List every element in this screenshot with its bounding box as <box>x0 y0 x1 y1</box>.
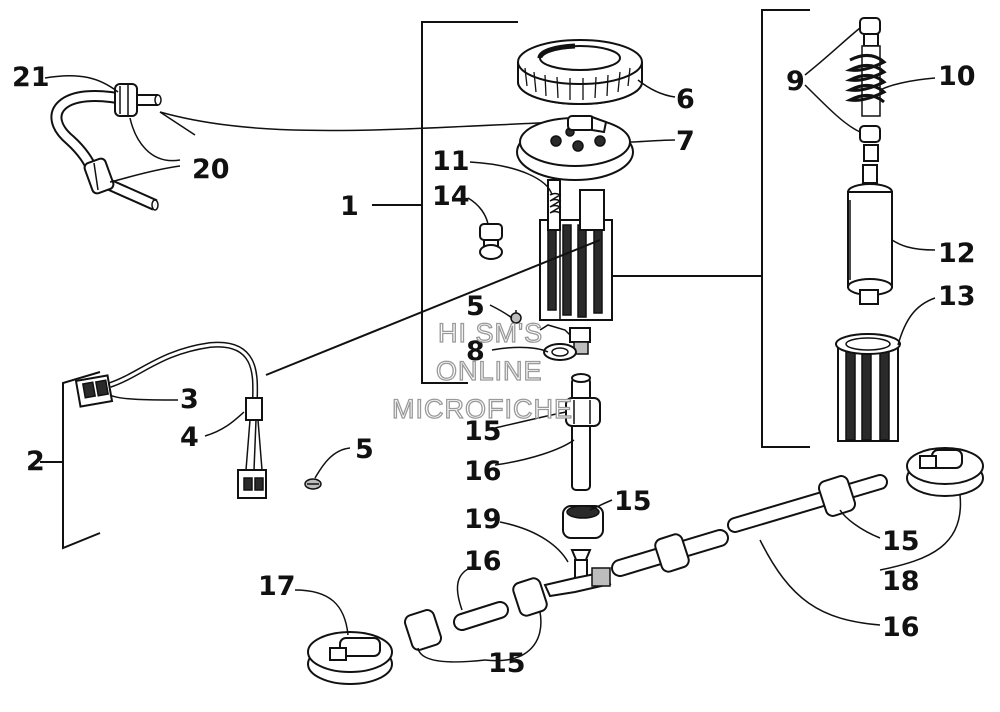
hose-nut-20-lower <box>83 157 115 195</box>
fuel-pump-flange-7 <box>516 115 634 355</box>
grommet-14 <box>479 223 503 260</box>
tube-16-vertical <box>565 373 601 491</box>
tee-fitting-19 <box>543 549 612 598</box>
callout-5-lower: 5 <box>355 434 374 465</box>
watermark-line-2: ONLINE <box>436 356 543 386</box>
callout-16-left: 16 <box>464 546 502 577</box>
vent-hose-21 <box>50 90 162 211</box>
callout-2: 2 <box>26 446 45 477</box>
assembly-1-bracket <box>372 21 518 384</box>
fuel-filter-13 <box>835 333 901 442</box>
callout-17: 17 <box>258 571 296 602</box>
fuel-pump-12 <box>847 164 893 305</box>
hose-nut-20-upper <box>114 83 138 117</box>
callout-18: 18 <box>882 566 920 597</box>
callout-6: 6 <box>676 84 695 115</box>
leader-lines <box>44 27 962 663</box>
hose-clamp-9-bottom <box>859 125 881 162</box>
callout-3: 3 <box>180 384 199 415</box>
callout-12: 12 <box>938 238 976 269</box>
watermark: HI SM'S ONLINE MICROFICHE <box>391 317 573 424</box>
callout-19: 19 <box>464 504 502 535</box>
callout-1: 1 <box>340 191 359 222</box>
callout-16-right: 16 <box>882 612 920 643</box>
hose-route-to-pump <box>159 111 561 132</box>
clip-8 <box>543 343 577 361</box>
hose-nut-15-middle <box>562 505 604 539</box>
pump-detail-bracket <box>612 9 810 448</box>
callout-15-right: 15 <box>882 526 920 557</box>
callout-labels: 21 20 1 6 7 11 14 5 8 9 10 12 13 3 4 2 5… <box>12 61 976 679</box>
watermark-line-1: HI SM'S <box>438 318 543 348</box>
hose-16-left <box>403 577 548 651</box>
callout-5-upper: 5 <box>466 291 485 322</box>
hose-route-line <box>159 111 196 136</box>
callout-8: 8 <box>466 336 485 367</box>
hose-clamp-9-top <box>859 17 881 47</box>
callout-15-middle: 15 <box>614 486 652 517</box>
callout-14: 14 <box>432 181 470 212</box>
callout-11: 11 <box>432 146 470 177</box>
fitting-18 <box>906 447 984 497</box>
callout-20: 20 <box>192 154 230 185</box>
screw-5-lower <box>304 478 322 490</box>
hose-16-right <box>611 474 888 577</box>
wire-harness-3-4 <box>74 239 601 499</box>
callout-15-bottom: 15 <box>488 648 526 679</box>
callout-15-vertical: 15 <box>464 416 502 447</box>
watermark-line-3: MICROFICHE <box>392 394 573 424</box>
callout-16-vertical: 16 <box>464 456 502 487</box>
fitting-17 <box>307 631 393 685</box>
callout-4: 4 <box>180 422 199 453</box>
coil-hose-10 <box>845 45 887 117</box>
callout-10: 10 <box>938 61 976 92</box>
callout-7: 7 <box>676 126 695 157</box>
assembly-2-bracket <box>40 371 101 550</box>
callout-13: 13 <box>938 281 976 312</box>
callout-21: 21 <box>12 62 50 93</box>
spring-11 <box>549 192 562 214</box>
lock-ring-6 <box>517 39 643 105</box>
callout-9: 9 <box>786 66 805 97</box>
